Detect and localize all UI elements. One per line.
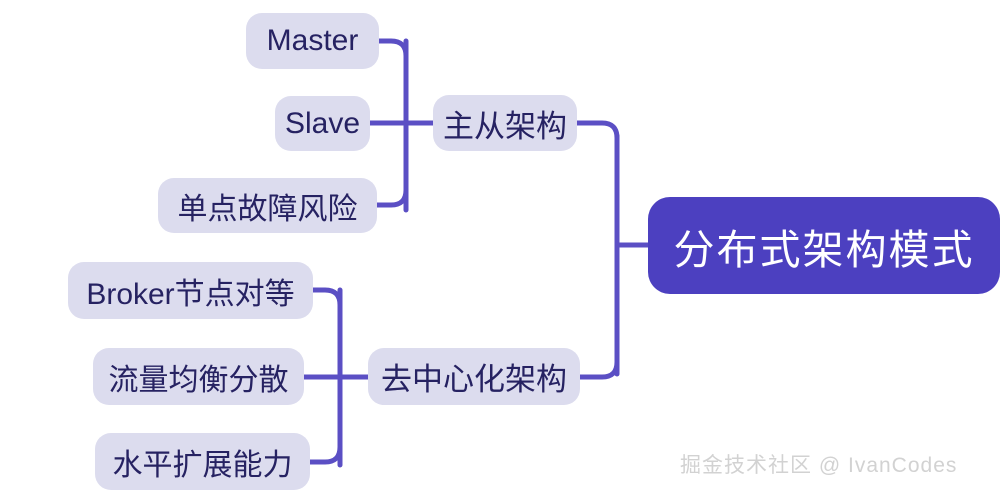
leaf-node-slave-label: Slave [284,106,361,140]
leaf-node-slave[interactable]: Slave [275,96,370,151]
root-node-label: 分布式架构模式 [673,226,975,273]
watermark: 掘金技术社区 @ IvanCodes [680,449,957,479]
leaf-node-single-point-failure-risk-label: 单点故障风险 [177,192,358,226]
connector-child-master [376,38,409,59]
branch-node-master-slave[interactable]: 主从架构 [433,95,577,151]
connector-child-spof [374,187,409,208]
leaf-node-broker-peer-label: Broker节点对等 [86,277,295,311]
leaf-node-traffic-balance-label: 流量均衡分散 [108,363,289,397]
branch-node-master-slave-label: 主从架构 [443,108,567,144]
leaf-node-traffic-balance[interactable]: 流量均衡分散 [93,348,304,405]
connector-child-hscale [307,444,343,465]
leaf-node-broker-peer[interactable]: Broker节点对等 [68,262,313,319]
connector-branch-decentralized [577,359,620,380]
leaf-node-master-label: Master [266,24,359,57]
branch-node-decentralized-label: 去中心化架构 [381,362,567,397]
leaf-node-horizontal-scaling-label: 水平扩展能力 [112,448,293,482]
leaf-node-single-point-failure-risk[interactable]: 单点故障风险 [158,178,377,233]
root-node-distributed-architecture-pattern[interactable]: 分布式架构模式 [648,197,1000,294]
leaf-node-master[interactable]: Master [246,13,379,69]
connector-branch-master-slave [574,120,620,141]
leaf-node-horizontal-scaling[interactable]: 水平扩展能力 [95,433,310,490]
branch-node-decentralized[interactable]: 去中心化架构 [368,348,580,405]
connector-child-broker [310,287,343,308]
watermark-text: 掘金技术社区 @ IvanCodes [680,454,958,477]
